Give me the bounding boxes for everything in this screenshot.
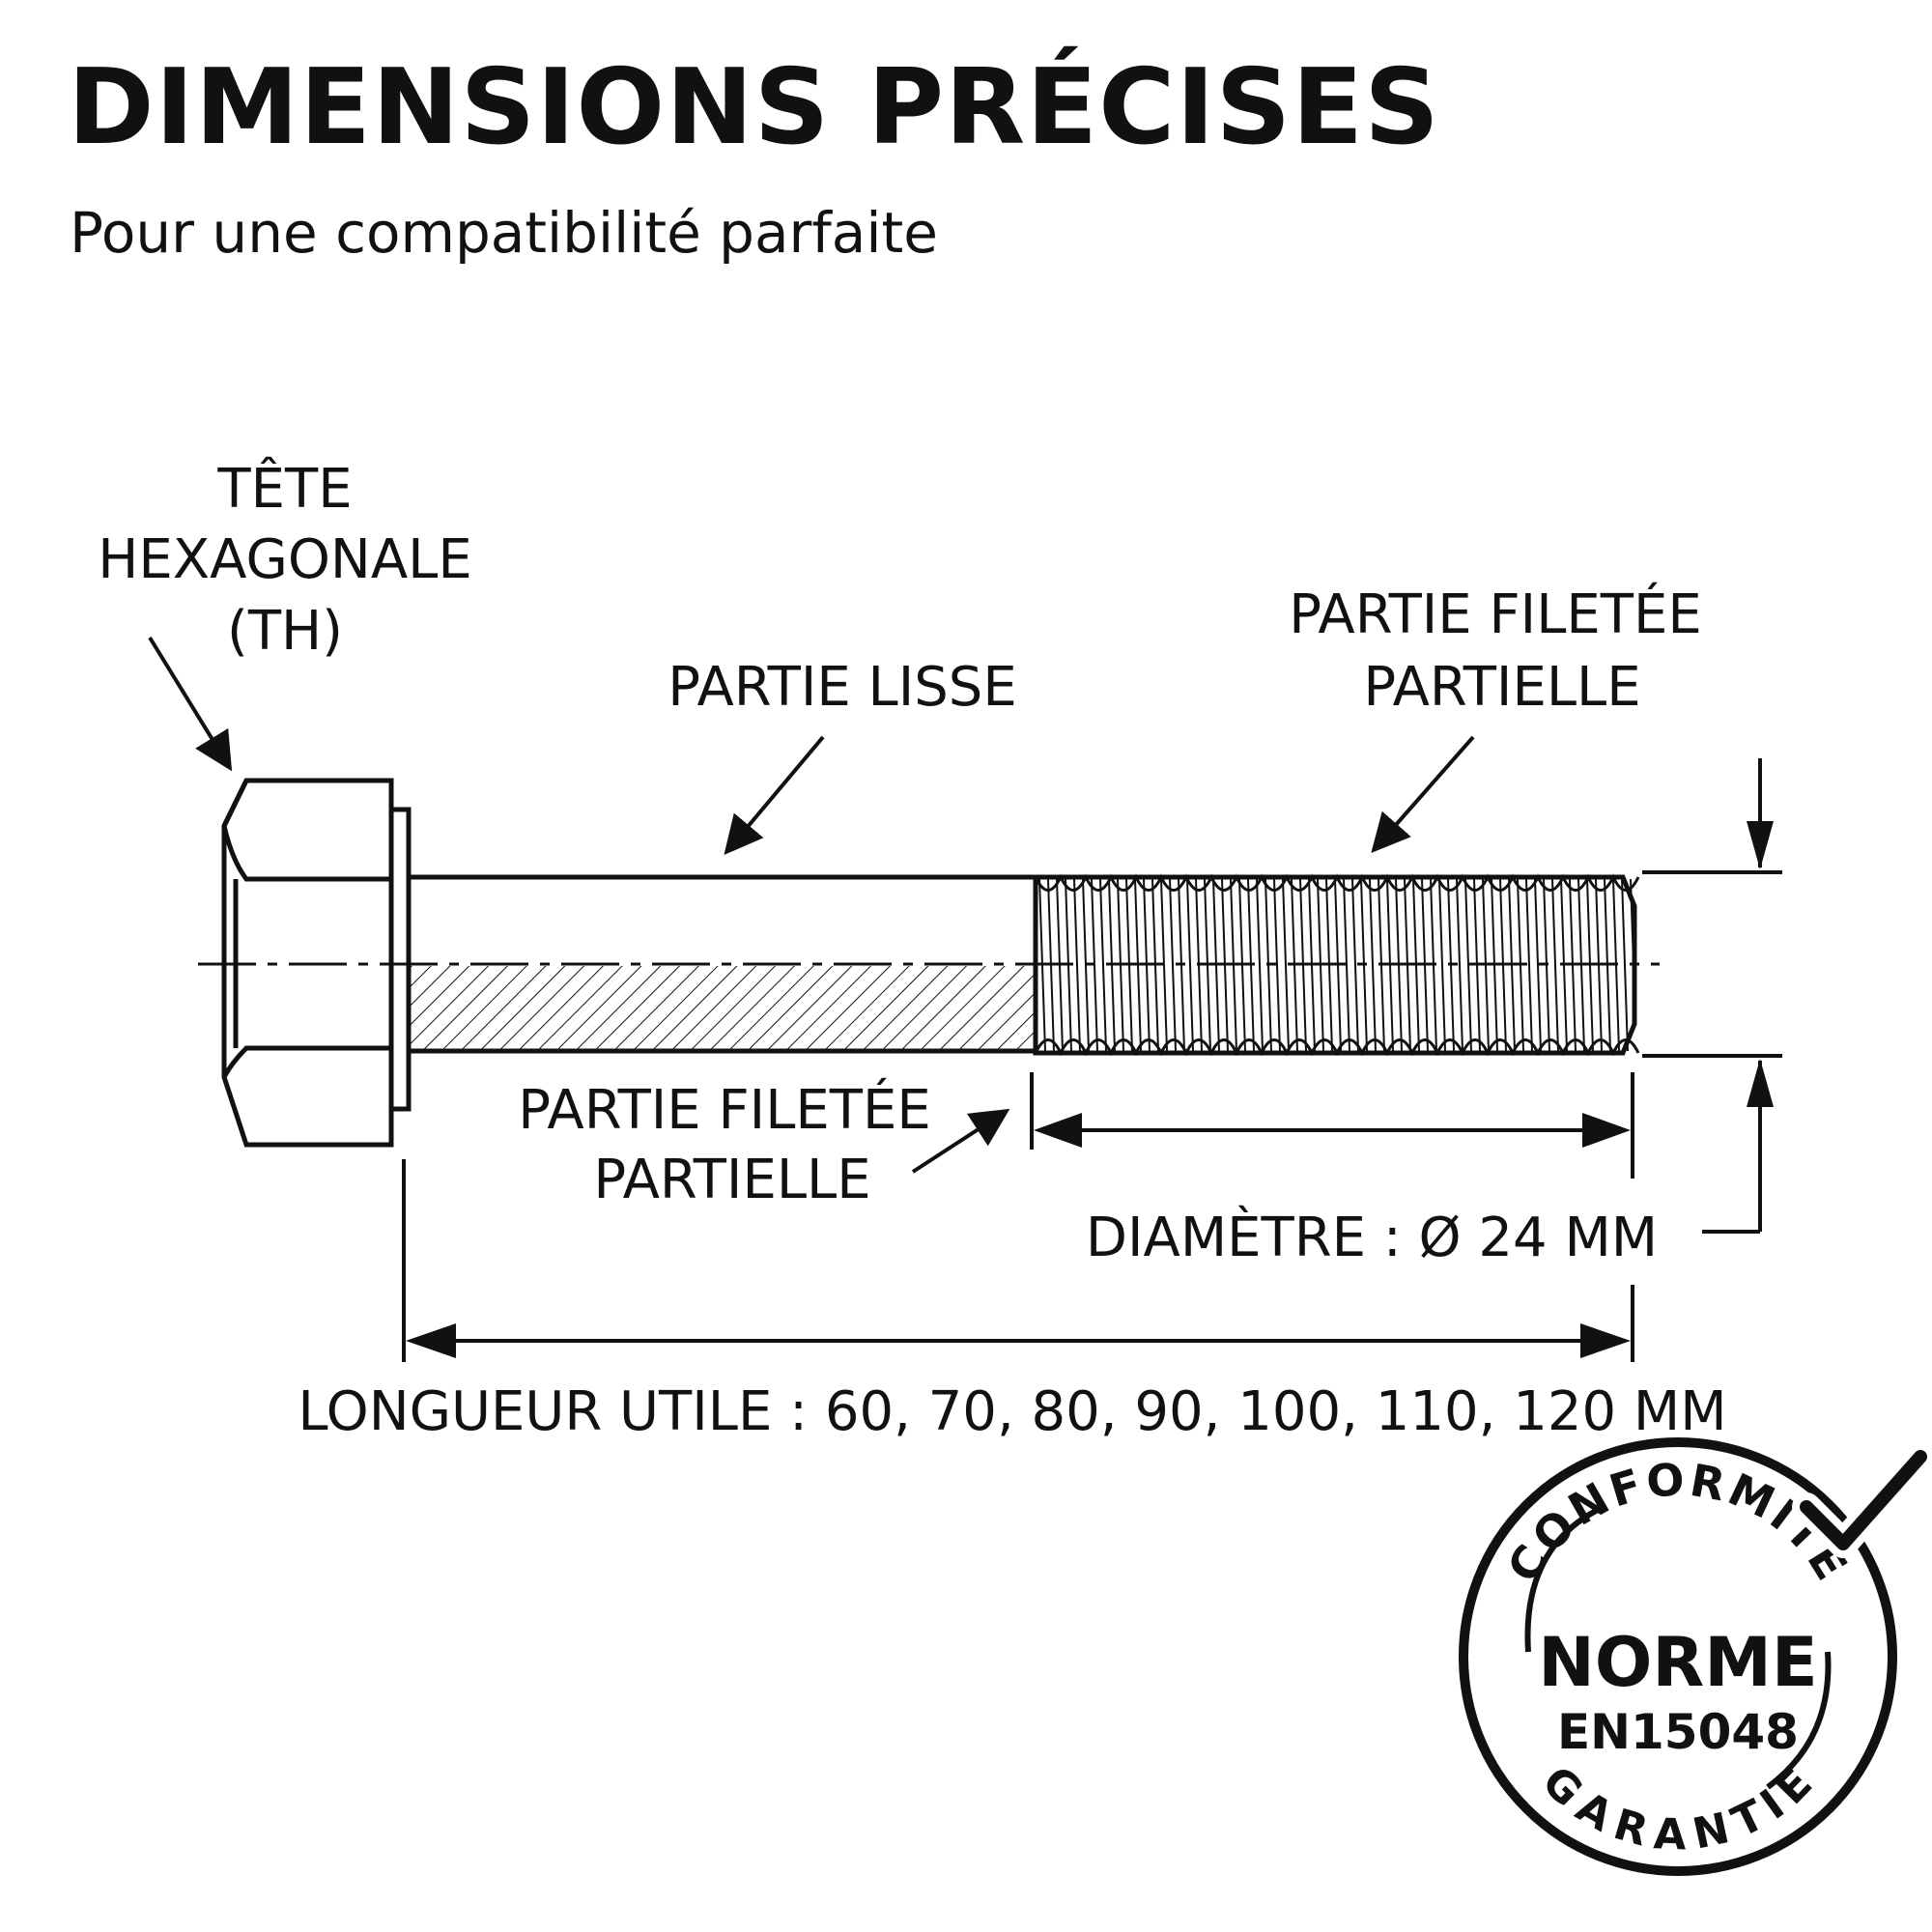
svg-text:(TH): (TH) xyxy=(227,600,343,663)
thread-bottom-label: PARTIE FILETÉE PARTIELLE xyxy=(518,1079,931,1211)
svg-text:PARTIE FILETÉE: PARTIE FILETÉE xyxy=(1289,583,1702,646)
thread-length-dimension xyxy=(1030,1072,1634,1179)
head-arrow xyxy=(148,636,233,772)
stamp-arc-left xyxy=(1524,1504,1605,1653)
thread-top-arrow xyxy=(1371,735,1475,854)
stamp-main-text: NORME xyxy=(1538,1623,1817,1702)
thread-bottom-arrow xyxy=(911,1108,1010,1174)
diameter-dimension xyxy=(1642,758,1782,1234)
head-label: TÊTE HEXAGONALE (TH) xyxy=(98,458,471,663)
length-dimension xyxy=(402,1159,1634,1362)
smooth-label: PARTIE LISSE xyxy=(668,656,1016,719)
svg-text:PARTIELLE: PARTIELLE xyxy=(593,1149,870,1211)
conformity-stamp: CONFORMITÉ NORME EN15048 GARANTIE xyxy=(1459,1437,1932,1876)
page-title: DIMENSIONS PRÉCISES xyxy=(68,47,1440,168)
svg-text:PARTIE FILETÉE: PARTIE FILETÉE xyxy=(518,1079,931,1142)
checkmark-icon xyxy=(1800,1450,1927,1550)
smooth-arrow xyxy=(724,735,825,856)
stamp-arc-right xyxy=(1766,1651,1832,1790)
svg-text:HEXAGONALE: HEXAGONALE xyxy=(98,528,471,591)
thread-top-label: PARTIE FILETÉE PARTIELLE xyxy=(1289,583,1702,719)
length-label: LONGUEUR UTILE : 60, 70, 80, 90, 100, 11… xyxy=(298,1380,1726,1443)
svg-text:TÊTE: TÊTE xyxy=(216,458,352,521)
svg-text:PARTIELLE: PARTIELLE xyxy=(1363,656,1640,719)
page-subtitle: Pour une compatibilité parfaite xyxy=(70,200,938,266)
diameter-label: DIAMÈTRE : Ø 24 MM xyxy=(1086,1207,1658,1269)
stamp-code-text: EN15048 xyxy=(1557,1704,1799,1760)
